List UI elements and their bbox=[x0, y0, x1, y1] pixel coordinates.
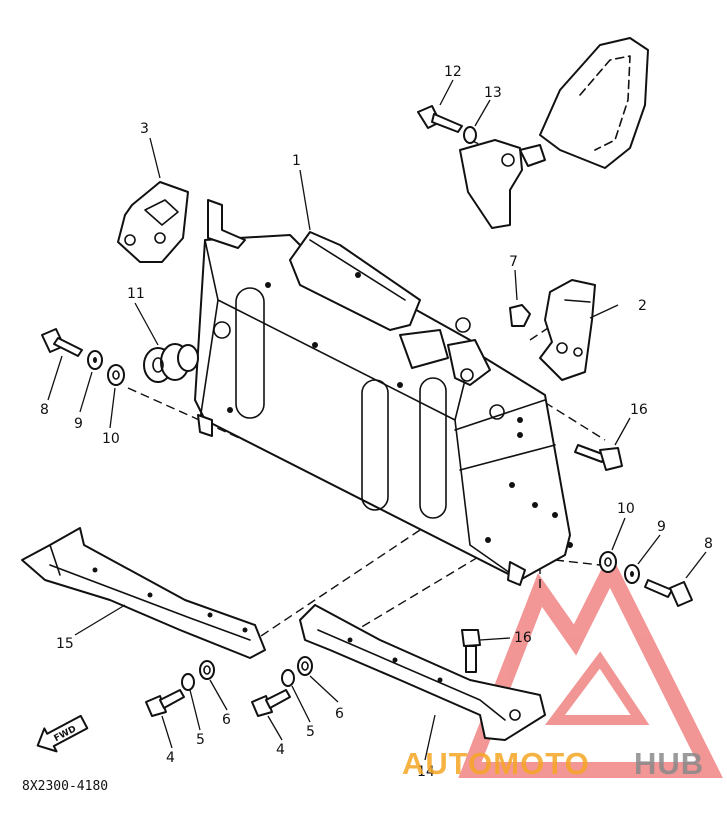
callout-6a: 6 bbox=[222, 712, 231, 728]
callout-5b: 5 bbox=[306, 724, 315, 740]
callout-8b: 8 bbox=[704, 536, 713, 552]
callout-13: 13 bbox=[484, 85, 502, 101]
callout-2: 2 bbox=[638, 298, 647, 314]
watermark-text: AUTOMOTO HUB bbox=[402, 746, 704, 781]
bolt-16-lower bbox=[461, 629, 481, 673]
callout-15: 15 bbox=[56, 636, 74, 652]
svg-text:AUTOMOTO: AUTOMOTO bbox=[402, 746, 590, 781]
callout-labels: 1 2 3 4 4 5 5 6 6 7 8 8 9 9 10 10 11 12 … bbox=[40, 64, 713, 780]
callout-10b: 10 bbox=[617, 501, 635, 517]
diagram-code: 8X2300-4180 bbox=[22, 779, 108, 794]
callout-4b: 4 bbox=[276, 742, 285, 758]
right-fastener-set bbox=[599, 551, 693, 607]
small-bracket-left bbox=[117, 181, 189, 263]
callout-16a: 16 bbox=[630, 402, 648, 418]
bottom-fastener-set-left bbox=[145, 660, 215, 717]
callout-11: 11 bbox=[127, 286, 145, 302]
callout-5a: 5 bbox=[196, 732, 205, 748]
bottom-fastener-set-right bbox=[251, 656, 313, 717]
svg-text:HUB: HUB bbox=[634, 746, 704, 781]
callout-16b: 16 bbox=[514, 630, 532, 646]
callout-14: 14 bbox=[417, 764, 435, 780]
callout-3: 3 bbox=[140, 121, 149, 137]
left-rail bbox=[21, 527, 266, 659]
callout-6b: 6 bbox=[335, 706, 344, 722]
rubber-damper bbox=[143, 343, 199, 383]
watermark-logo bbox=[458, 552, 723, 778]
main-bracket-frame bbox=[194, 199, 573, 586]
callout-12: 12 bbox=[444, 64, 462, 80]
callout-8a: 8 bbox=[40, 402, 49, 418]
callout-9b: 9 bbox=[657, 519, 666, 535]
nut-7 bbox=[509, 304, 531, 327]
leader-lines bbox=[47, 79, 707, 761]
left-fastener-set bbox=[41, 328, 125, 386]
side-bracket-right bbox=[539, 279, 596, 381]
callout-7: 7 bbox=[509, 254, 518, 270]
bolt-16-upper bbox=[574, 444, 623, 471]
callout-1: 1 bbox=[292, 153, 301, 169]
right-rail bbox=[299, 604, 546, 741]
callout-10a: 10 bbox=[102, 431, 120, 447]
fwd-arrow-icon: FWD bbox=[36, 714, 89, 753]
grab-handle-assembly bbox=[417, 37, 649, 229]
callout-4a: 4 bbox=[166, 750, 175, 766]
callout-9a: 9 bbox=[74, 416, 83, 432]
